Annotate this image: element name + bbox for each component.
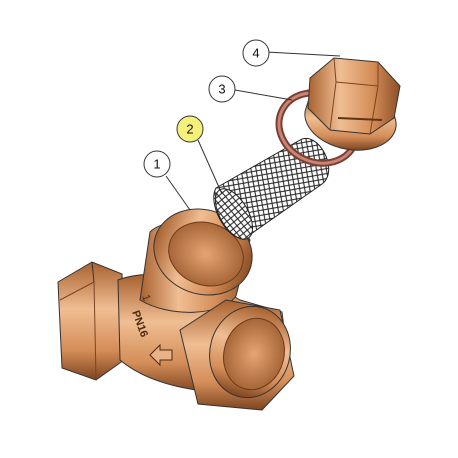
strainer-body: PN16 1 (57, 208, 295, 411)
svg-text:2: 2 (186, 122, 193, 137)
callout-3: 3 (208, 75, 236, 103)
callout-leader-2 (197, 139, 223, 195)
callout-1: 1 (143, 150, 171, 178)
hex-plug-cap (304, 57, 401, 151)
svg-text:4: 4 (252, 46, 259, 61)
body-left-hex-nut (57, 261, 125, 381)
flow-arrow-icon (149, 343, 173, 367)
strainer-screen (213, 137, 330, 240)
svg-text:1: 1 (153, 157, 160, 172)
callout-leader-1 (165, 175, 191, 211)
body-marking-line: 1 (139, 293, 152, 303)
callout-leader-4 (265, 51, 341, 57)
cap-hex-head (307, 57, 401, 135)
callout-leader-3 (234, 89, 293, 101)
callout-2: 2 (176, 115, 204, 143)
svg-text:3: 3 (218, 82, 225, 97)
callout-4: 4 (242, 39, 270, 67)
